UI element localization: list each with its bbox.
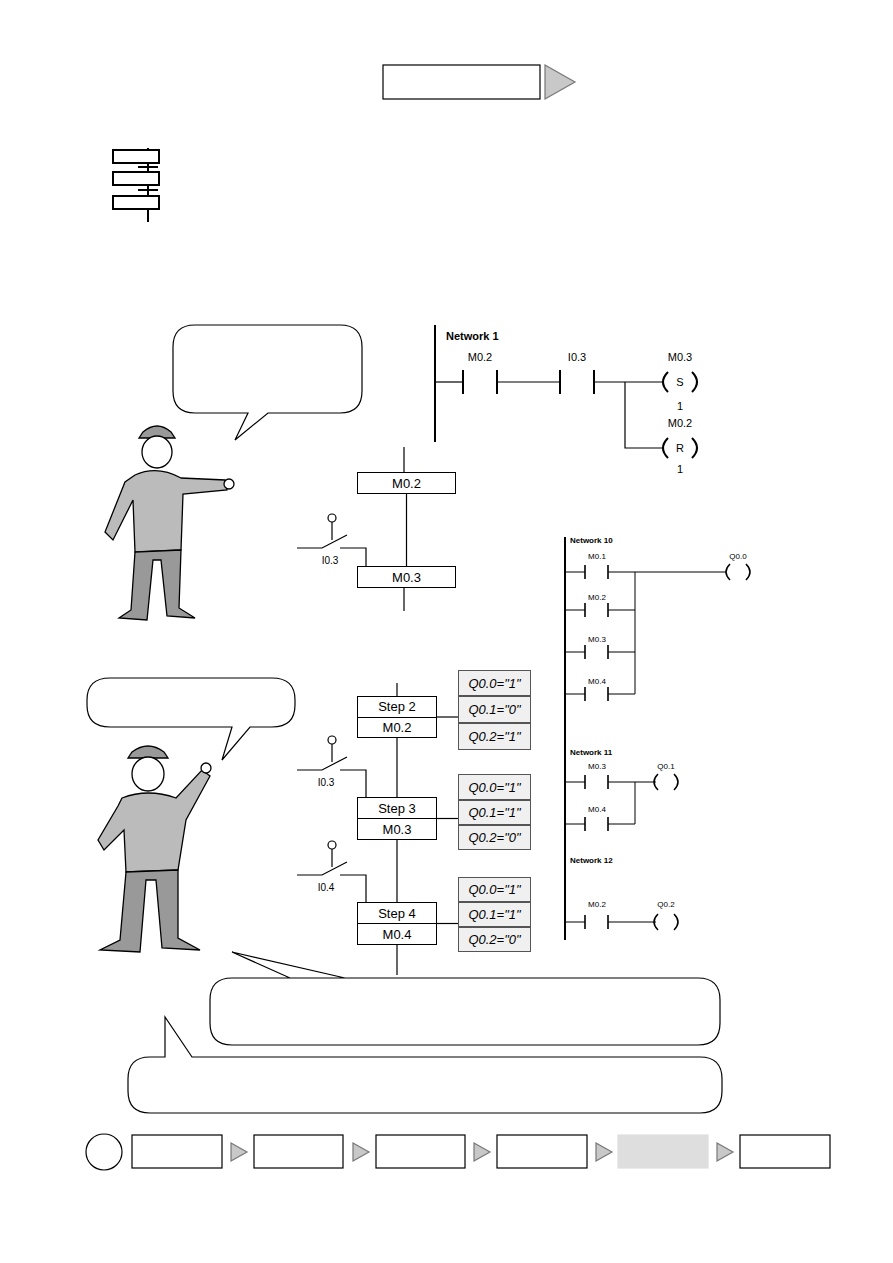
- speech-bubble: [128, 1017, 722, 1113]
- action-box: Q0.0="1": [458, 774, 531, 800]
- node-text: Q0.0="1": [459, 878, 530, 901]
- node-text: M0.2: [358, 717, 436, 738]
- signal-name: Q0.2: [657, 901, 674, 909]
- signal-name: M0.2: [668, 418, 692, 429]
- network-title: Network 11: [570, 749, 612, 757]
- node-text: M0.3: [358, 818, 436, 839]
- step-box: Step 4M0.4: [357, 902, 437, 945]
- action-box: Q0.0="1": [458, 877, 531, 902]
- node-text: Step 4: [358, 903, 436, 923]
- node-text: Q0.0="1": [459, 671, 530, 695]
- signal-name: 1: [677, 401, 683, 412]
- node-text: Q0.1="1": [459, 801, 530, 824]
- network-title: Network 10: [570, 537, 613, 545]
- speech-bubble: [173, 325, 362, 440]
- node-text: Q0.0="1": [459, 775, 530, 799]
- signal-name: I0.3: [322, 556, 339, 566]
- signal-name: M0.3: [668, 352, 692, 363]
- header-box: [383, 65, 540, 99]
- connector: [437, 923, 458, 924]
- node-text: Q0.1="0": [459, 697, 530, 722]
- action-box: Q0.2="0": [458, 825, 531, 850]
- signal-name: Q0.0: [729, 553, 746, 561]
- action-box: Q0.1="1": [458, 902, 531, 927]
- signal-name: S: [676, 377, 683, 388]
- signal-name: M0.3: [588, 763, 606, 771]
- signal-name: M0.2: [588, 594, 606, 602]
- action-box: Q0.0="1": [458, 670, 531, 696]
- network-title: Network 1: [446, 331, 499, 342]
- signal-name: M0.1: [588, 553, 606, 561]
- speech-bubble: [87, 678, 295, 760]
- signal-name: M0.4: [588, 678, 606, 686]
- action-box: Q0.2="0": [458, 927, 531, 952]
- signal-name: M0.4: [588, 806, 606, 814]
- header-arrow: [545, 65, 575, 99]
- node-text: Q0.2="0": [459, 928, 530, 951]
- connector: [406, 494, 407, 566]
- node-text: Q0.2="1": [459, 724, 530, 749]
- signal-name: M0.2: [588, 901, 606, 909]
- connector: [396, 738, 397, 797]
- nav-bar: [86, 1134, 830, 1170]
- sfc-icon: [113, 148, 159, 222]
- worker-figure: [105, 426, 234, 620]
- node-text: Q0.2="0": [459, 826, 530, 849]
- action-box: Q0.1="1": [458, 800, 531, 825]
- signal-name: I0.3: [568, 352, 586, 363]
- worker-figure: [98, 746, 211, 952]
- step-box: Step 3M0.3: [357, 797, 437, 840]
- step-box: M0.2: [357, 472, 456, 494]
- network-title: Network 12: [570, 857, 613, 865]
- signal-name: Q0.1: [657, 763, 674, 771]
- signal-name: M0.2: [468, 352, 492, 363]
- node-text: Step 3: [358, 798, 436, 818]
- connector: [437, 818, 458, 819]
- connector: [396, 840, 397, 902]
- speech-bubble: [210, 952, 720, 1045]
- node-text: M0.3: [358, 567, 455, 587]
- step-box: Step 2M0.2: [357, 696, 437, 738]
- signal-name: 1: [677, 464, 683, 475]
- signal-name: I0.3: [318, 778, 335, 788]
- connector: [437, 716, 458, 717]
- node-text: Q0.1="1": [459, 903, 530, 926]
- node-text: M0.4: [358, 923, 436, 944]
- action-box: Q0.1="0": [458, 696, 531, 723]
- ladder-network: [565, 537, 750, 940]
- action-box: Q0.2="1": [458, 723, 531, 750]
- node-text: M0.2: [358, 473, 455, 493]
- signal-name: I0.4: [318, 883, 335, 893]
- ladder-network: [435, 325, 697, 458]
- signal-name: R: [676, 443, 684, 454]
- step-box: M0.3: [357, 566, 456, 588]
- node-text: Step 2: [358, 697, 436, 717]
- signal-name: M0.3: [588, 636, 606, 644]
